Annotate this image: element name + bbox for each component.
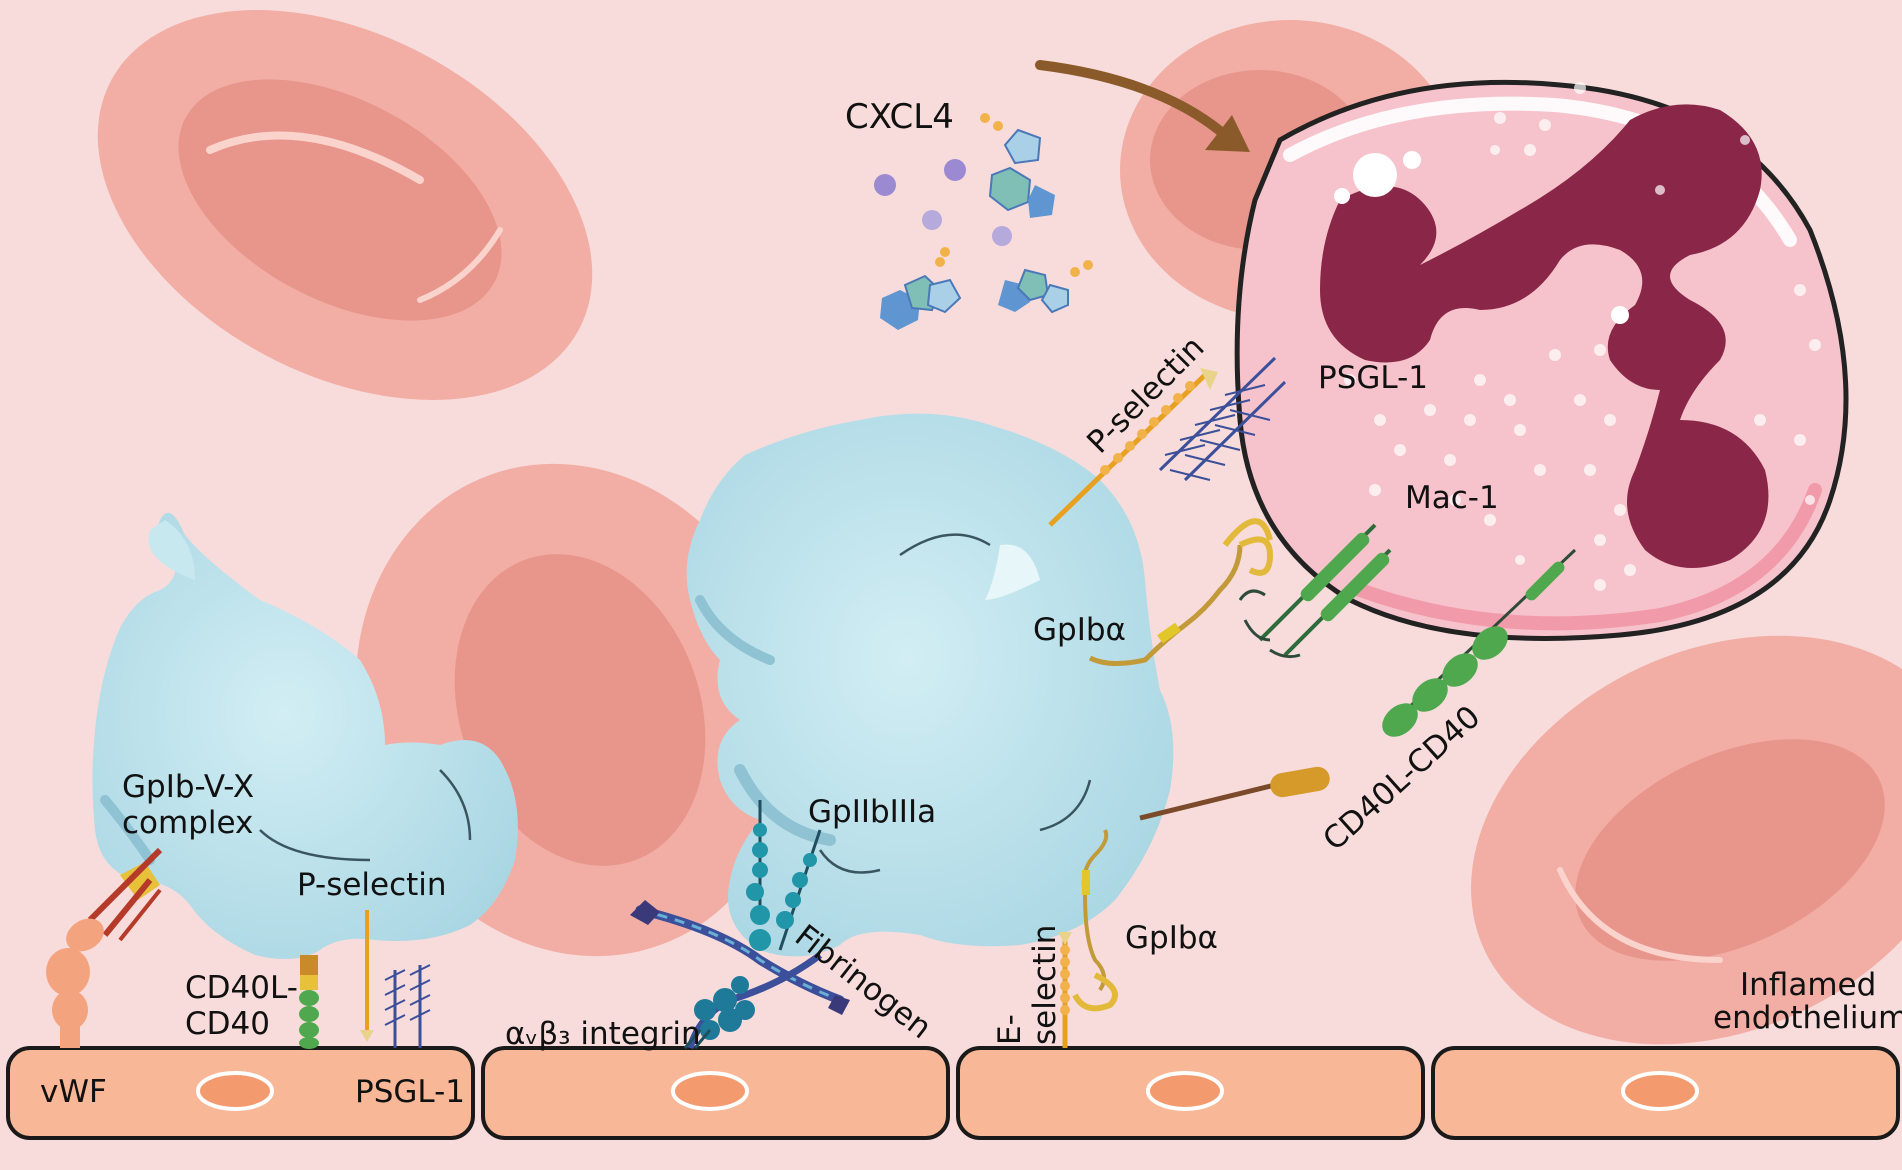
pselectin-psgl1-top: [1048, 356, 1287, 527]
label-integrin: αᵥβ₃ integrin: [505, 1016, 701, 1052]
label-gpib-complex-line1: GpIb-V-X: [122, 769, 254, 805]
label-cd40l-left-line1: CD40L-: [185, 970, 298, 1006]
label-gpib-complex-line2: complex: [122, 805, 253, 841]
red-blood-cell-top-left: [97, 10, 593, 400]
label-eselectin-line2: selectin: [1027, 925, 1063, 1045]
endothelial-cell-1: [6, 1046, 475, 1140]
gpiba-mid: [1088, 518, 1274, 666]
gpiibiiia-fibrinogen: [630, 800, 850, 1050]
neutrophil-nucleus: [1320, 104, 1769, 568]
label-eselectin-line1: E-: [992, 1014, 1028, 1045]
endothelial-cell-3: [956, 1046, 1425, 1140]
gpib-complex-vwf: [46, 847, 163, 1048]
neutrophil: [1234, 79, 1849, 641]
red-blood-cell-right: [1471, 635, 1902, 1045]
label-gpiibiiia: GpIIbIIIa: [808, 794, 936, 830]
endothelium: [6, 1046, 1900, 1140]
label-inflamed-line2: endothelium: [1713, 1000, 1902, 1036]
cd40l-cd40-right: [1139, 548, 1577, 821]
cxcl4-molecules: [874, 113, 1093, 330]
endothelial-cell-4: [1431, 1046, 1900, 1140]
label-pselectin-left: P-selectin: [297, 867, 447, 903]
label-gpiba-mid: GpIbα: [1033, 612, 1126, 648]
label-mac1: Mac-1: [1405, 480, 1499, 516]
platelet-left: [92, 512, 518, 959]
pselectin-psgl1-bottom: [360, 910, 431, 1048]
endothelial-cell-2: [481, 1046, 950, 1140]
label-vwf: vWF: [40, 1074, 107, 1110]
label-gpiba-low: GpIbα: [1125, 920, 1218, 956]
label-cxcl4: CXCL4: [845, 97, 954, 137]
eselectin: [1058, 932, 1072, 1048]
migration-arrow: [1035, 60, 1250, 152]
label-psgl1-bottom: PSGL-1: [355, 1074, 465, 1110]
mac1-receptor: [1238, 523, 1392, 659]
label-inflamed-line1: Inflamed: [1740, 967, 1876, 1003]
label-psgl1-top: PSGL-1: [1318, 360, 1428, 396]
cd40l-cd40-left: [299, 955, 319, 1049]
gpiba-low: [1072, 829, 1118, 1012]
label-cd40l-left-line2: CD40: [185, 1006, 270, 1042]
